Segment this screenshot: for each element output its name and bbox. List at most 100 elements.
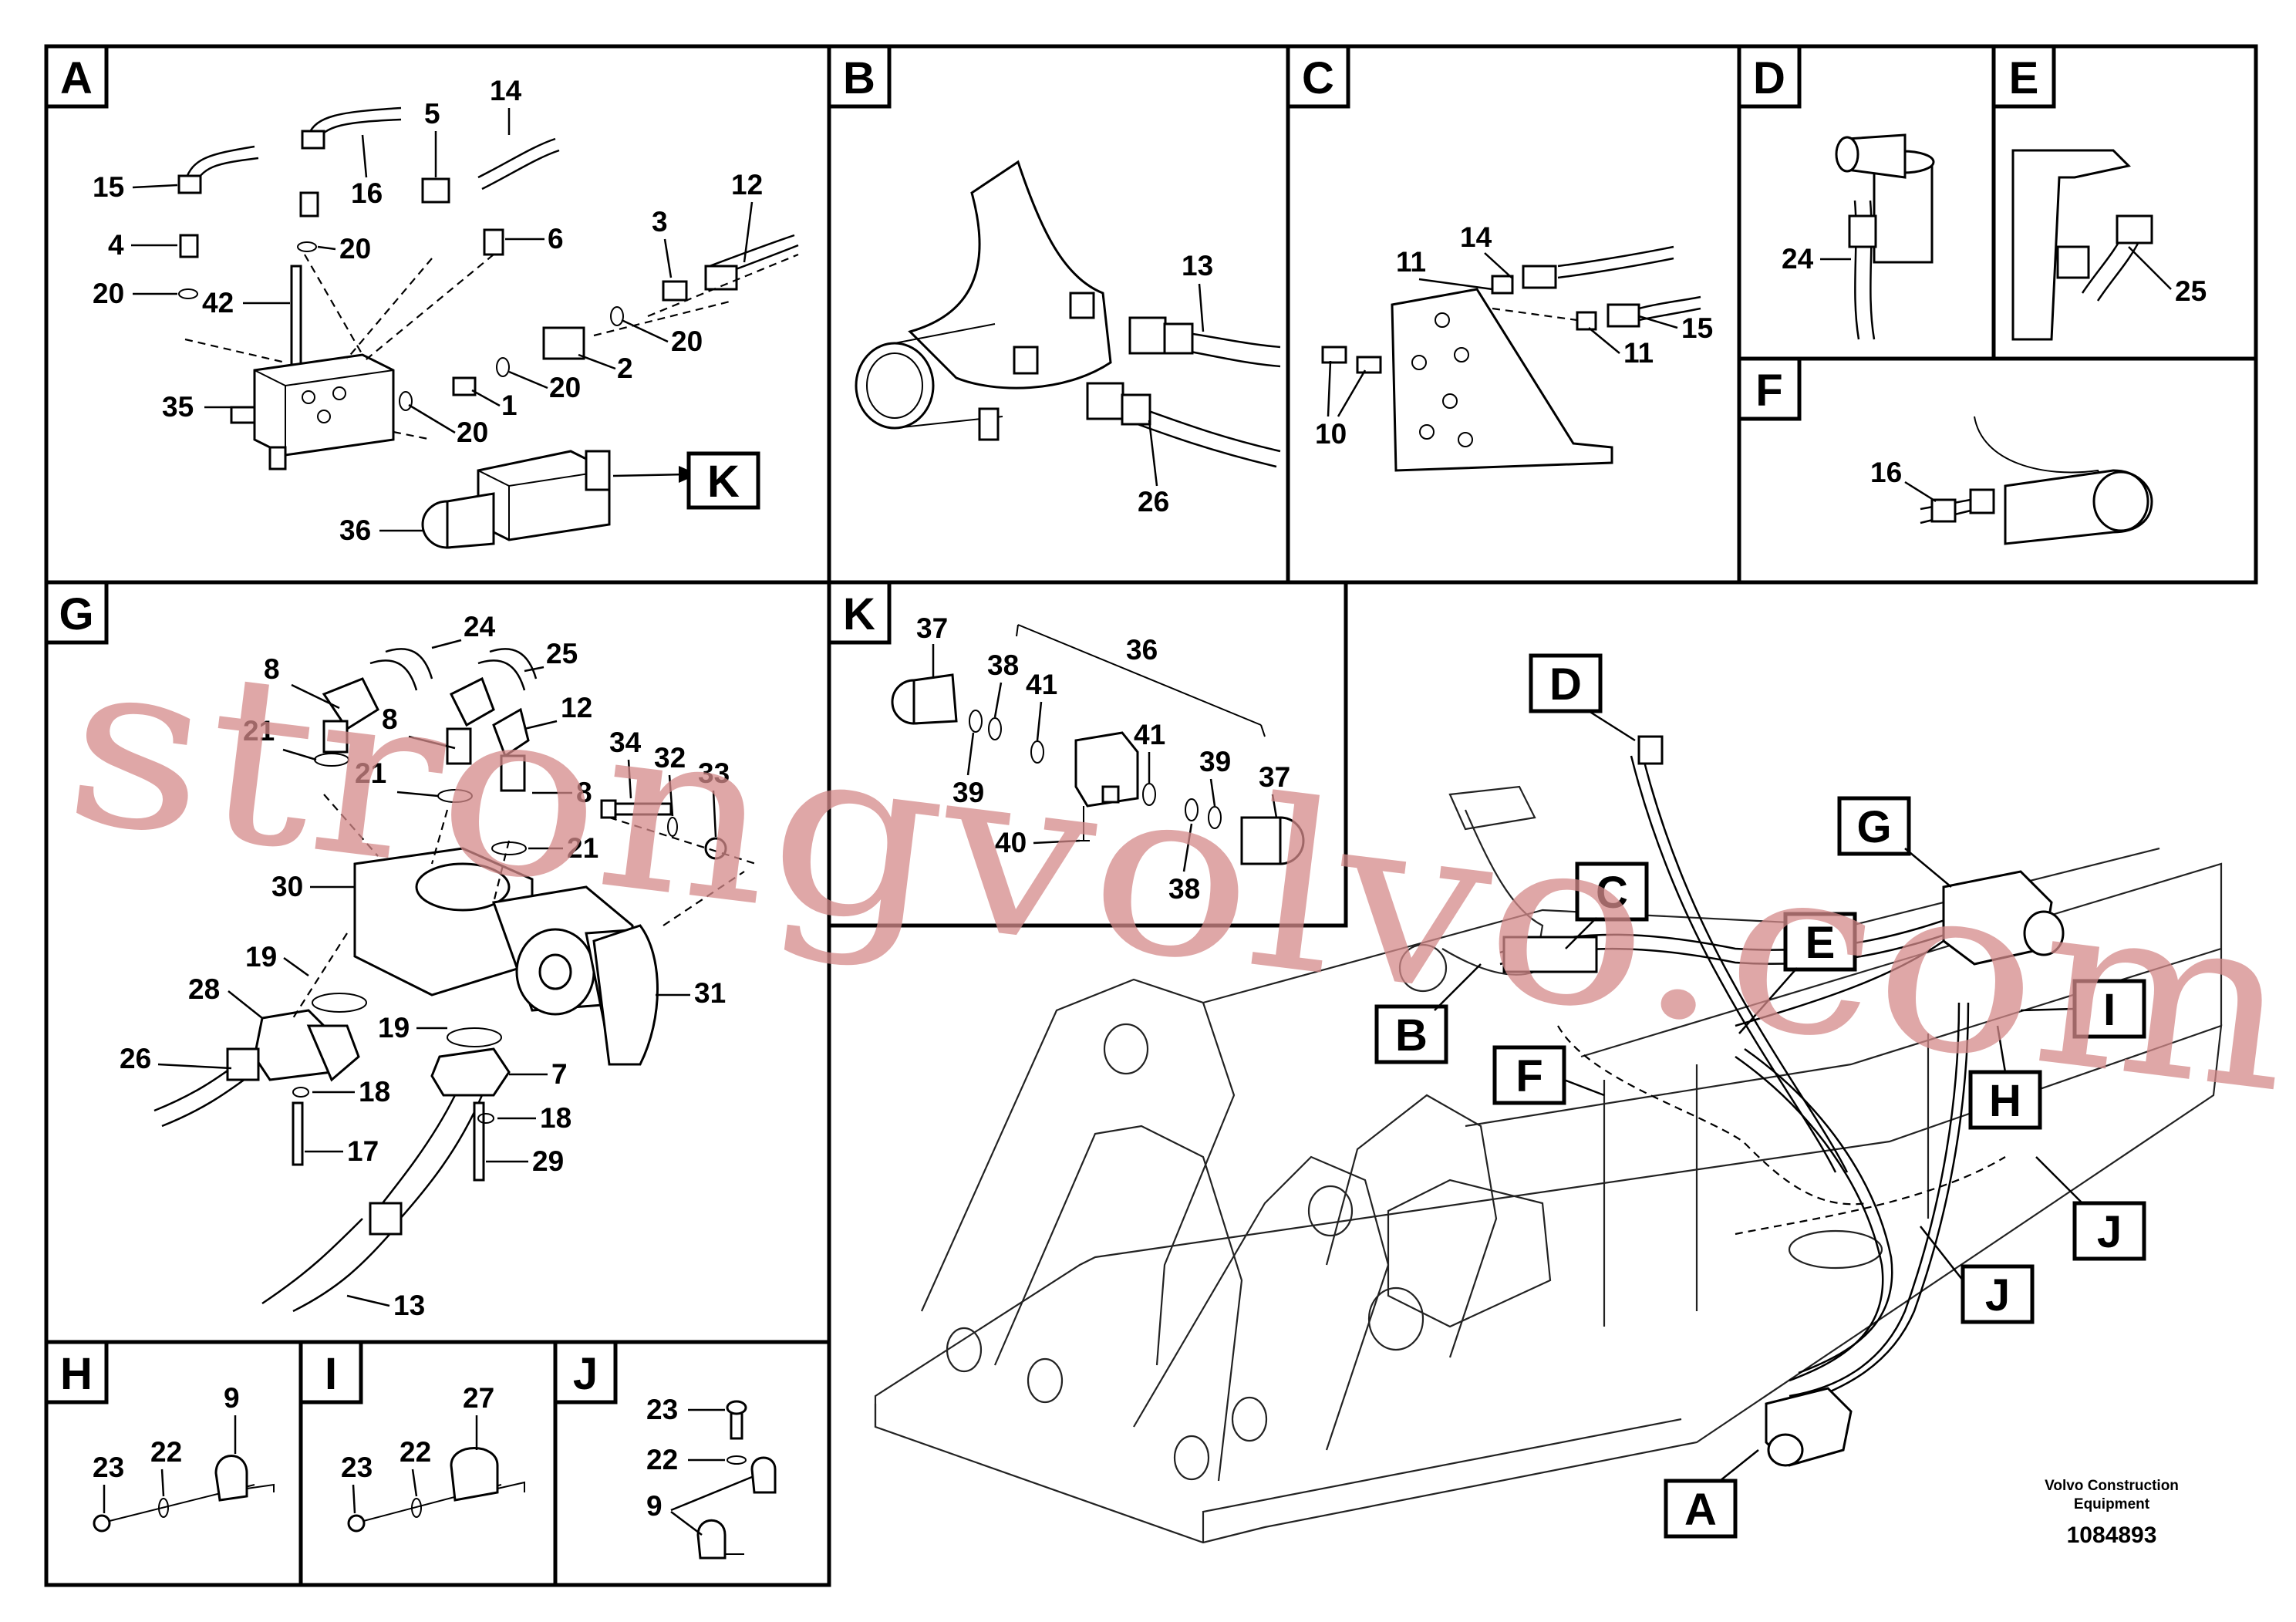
svg-text:8: 8 [576, 777, 592, 808]
svg-text:39: 39 [952, 777, 984, 808]
svg-text:34: 34 [609, 727, 642, 758]
svg-text:J: J [573, 1349, 598, 1399]
svg-text:20: 20 [549, 372, 581, 403]
svg-text:18: 18 [359, 1076, 390, 1108]
svg-text:22: 22 [150, 1436, 182, 1468]
overview-drawing [874, 735, 2223, 1544]
svg-text:25: 25 [2175, 275, 2207, 307]
panel-i-drawing: 27 22 23 [341, 1382, 525, 1533]
svg-text:29: 29 [532, 1145, 564, 1177]
svg-text:22: 22 [400, 1436, 431, 1468]
panel-k-frame [827, 580, 1348, 928]
svg-text:33: 33 [698, 757, 730, 789]
svg-text:4: 4 [108, 229, 124, 261]
svg-text:11: 11 [1396, 246, 1426, 278]
ref-label-e: E [1738, 912, 1857, 1034]
panel-label-a: A [44, 44, 109, 109]
svg-text:13: 13 [1182, 250, 1213, 282]
panel-f-frame [1737, 356, 2258, 585]
panel-j-frame [553, 1340, 831, 1587]
svg-text:G: G [1856, 802, 1891, 852]
footer-maker-line1: Volvo Construction [2045, 1478, 2179, 1494]
panel-label-k: K [827, 580, 892, 645]
svg-text:C: C [1302, 53, 1334, 103]
svg-text:37: 37 [916, 612, 948, 644]
panel-d-drawing: 24 [1782, 133, 1935, 340]
svg-text:A: A [60, 53, 93, 103]
svg-text:19: 19 [245, 941, 277, 973]
svg-text:11: 11 [1623, 337, 1654, 369]
svg-text:9: 9 [646, 1490, 663, 1522]
svg-text:41: 41 [1026, 669, 1057, 700]
svg-text:26: 26 [120, 1043, 151, 1074]
svg-text:38: 38 [987, 649, 1019, 681]
svg-text:37: 37 [1259, 761, 1290, 793]
watermark: strongvolvo.com [54, 605, 2296, 1145]
ref-label-d: D [1529, 653, 1636, 742]
ref-label-j-left: J [1920, 1226, 2035, 1324]
svg-text:8: 8 [264, 653, 280, 685]
svg-text:20: 20 [671, 325, 703, 357]
svg-text:13: 13 [393, 1290, 425, 1321]
svg-text:2: 2 [617, 352, 633, 384]
svg-text:10: 10 [1315, 418, 1347, 450]
svg-text:E: E [2009, 53, 2039, 103]
panel-label-d: D [1737, 44, 1802, 109]
svg-text:14: 14 [1460, 221, 1492, 253]
svg-text:17: 17 [347, 1135, 379, 1167]
panel-label-i: I [298, 1340, 363, 1404]
svg-text:23: 23 [646, 1394, 678, 1425]
svg-text:27: 27 [463, 1382, 494, 1414]
panel-k-drawing: 37 38 41 36 41 39 39 37 40 38 [891, 612, 1305, 905]
svg-text:38: 38 [1168, 873, 1200, 905]
svg-text:7: 7 [551, 1058, 568, 1090]
svg-text:16: 16 [351, 177, 383, 209]
svg-text:I: I [2103, 985, 2116, 1035]
svg-text:28: 28 [188, 973, 220, 1005]
svg-text:22: 22 [646, 1444, 678, 1475]
svg-text:12: 12 [731, 169, 763, 201]
ref-label-f: F [1492, 1045, 1605, 1105]
svg-text:39: 39 [1199, 746, 1231, 777]
svg-text:8: 8 [382, 703, 398, 735]
svg-text:F: F [1755, 366, 1782, 416]
svg-text:24: 24 [464, 611, 496, 642]
svg-text:16: 16 [1870, 457, 1902, 488]
ref-label-g: G [1837, 796, 1952, 888]
drawing-number: 1084893 [2067, 1523, 2157, 1548]
panel-h-drawing: 9 22 23 [93, 1382, 275, 1533]
svg-text:C: C [1596, 868, 1628, 918]
svg-text:G: G [59, 589, 93, 639]
svg-text:I: I [325, 1349, 337, 1399]
panel-label-c: C [1286, 44, 1350, 109]
panel-label-h: H [44, 1340, 109, 1404]
svg-text:23: 23 [341, 1452, 373, 1483]
svg-text:36: 36 [1126, 634, 1158, 666]
ref-label-j-right: J [2035, 1156, 2146, 1261]
svg-text:D: D [1753, 53, 1785, 103]
svg-text:20: 20 [93, 278, 124, 309]
ref-label-h: H [1968, 1025, 2042, 1130]
panel-label-b: B [827, 44, 892, 109]
ref-label-c: C [1565, 862, 1649, 949]
svg-text:26: 26 [1138, 486, 1169, 518]
panel-label-g: G [44, 580, 109, 645]
svg-text:24: 24 [1782, 243, 1814, 275]
ref-label-a: A [1664, 1449, 1759, 1539]
panel-g-drawing: 24 25 8 12 8 21 21 8 34 32 33 21 30 31 1… [120, 611, 757, 1321]
svg-text:31: 31 [694, 977, 726, 1009]
panel-b-drawing: 13 26 [855, 160, 1281, 518]
svg-text:15: 15 [93, 171, 124, 203]
svg-text:30: 30 [271, 871, 303, 902]
svg-text:J: J [2097, 1207, 2122, 1257]
svg-text:36: 36 [339, 514, 371, 546]
svg-text:14: 14 [490, 75, 522, 106]
svg-text:H: H [1989, 1076, 2021, 1126]
panel-c-drawing: 14 11 15 11 10 [1315, 221, 1713, 472]
panel-j-drawing: 23 22 9 [646, 1394, 777, 1560]
panel-e-drawing: 25 [2011, 149, 2207, 341]
svg-text:H: H [60, 1349, 93, 1399]
svg-text:41: 41 [1134, 719, 1165, 750]
